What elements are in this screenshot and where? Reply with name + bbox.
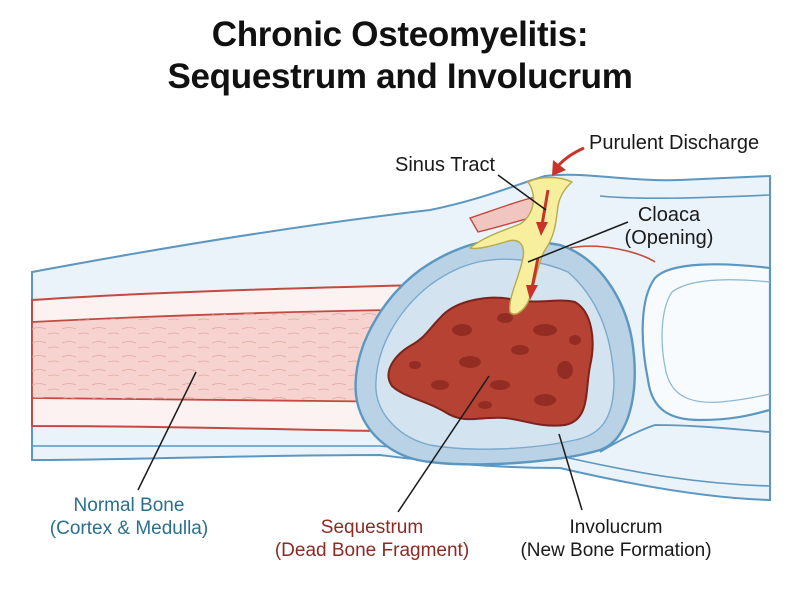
- label-involucrum-line2: (New Bone Formation): [520, 540, 712, 561]
- label-sequestrum: Sequestrum (Dead Bone Fragment): [262, 516, 482, 562]
- joint-bone: [641, 263, 772, 422]
- leader-lines: [137, 174, 629, 513]
- label-involucrum-line1: Involucrum: [569, 517, 663, 538]
- skin-line: [599, 194, 771, 200]
- diagram-title: Chronic Osteomyelitis: Sequestrum and In…: [0, 14, 800, 98]
- label-cloaca: Cloaca (Opening): [614, 204, 724, 250]
- joint-bone-inner: [661, 279, 771, 403]
- label-sequestrum-line1: Sequestrum: [320, 517, 424, 538]
- label-cloaca-line2: (Opening): [624, 227, 714, 249]
- label-cloaca-line1: Cloaca: [637, 204, 701, 226]
- discharge-arrow: [552, 146, 585, 176]
- title-line-1: Chronic Osteomyelitis:: [211, 15, 589, 54]
- medulla-grain: [32, 310, 420, 402]
- pus-flow-arrows: [526, 189, 550, 300]
- title-line-2: Sequestrum and Involucrum: [167, 57, 633, 96]
- label-normal-bone: Normal Bone (Cortex & Medulla): [34, 494, 224, 540]
- label-involucrum: Involucrum (New Bone Formation): [496, 516, 736, 562]
- label-normal-bone-line2: (Cortex & Medulla): [49, 518, 209, 539]
- label-normal-bone-line1: Normal Bone: [73, 495, 185, 516]
- label-purulent-discharge: Purulent Discharge: [589, 132, 760, 154]
- sequestrum-texture: [409, 313, 581, 409]
- bone-outline-right-top: [569, 245, 656, 263]
- bone-outline-right: [599, 424, 771, 453]
- sinus-tract: [468, 176, 574, 315]
- label-sinus-tract: Sinus Tract: [395, 154, 496, 176]
- label-sequestrum-line2: (Dead Bone Fragment): [274, 540, 470, 561]
